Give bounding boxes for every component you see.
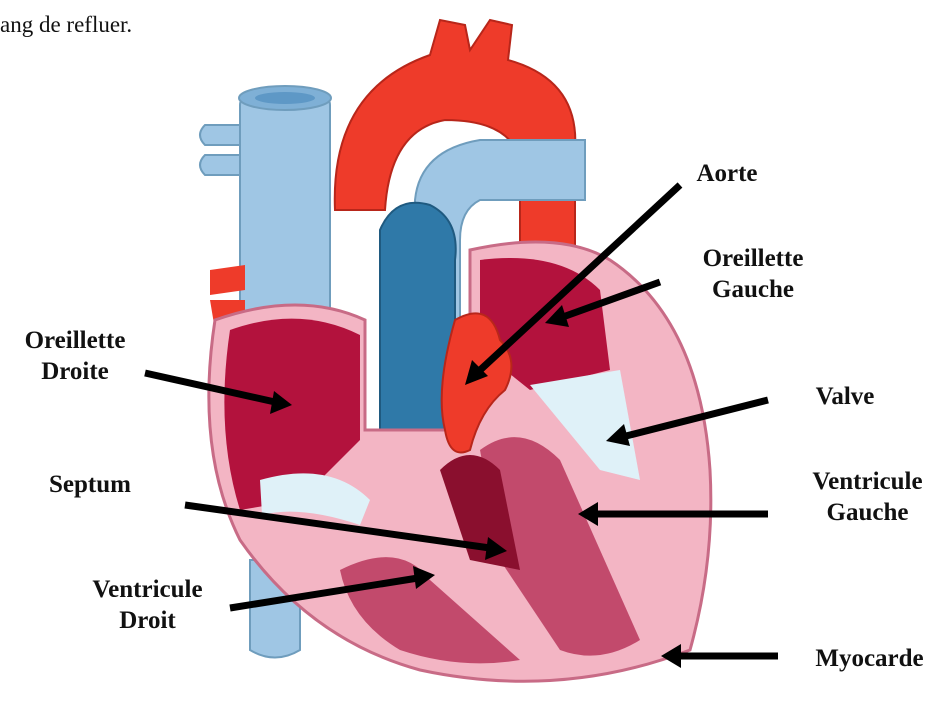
label-septum: Septum [30,469,150,500]
label-ventricule-gauche: Ventricule Gauche [793,466,942,528]
arrow-myocarde [661,644,778,668]
label-valve: Valve [800,381,890,412]
label-aorte: Aorte [692,158,762,189]
label-oreillette-droite: Oreillette Droite [0,325,150,387]
label-ventricule-droit: Ventricule Droit [70,574,225,636]
label-oreillette-gauche: Oreillette Gauche [678,243,828,305]
label-myocarde: Myocarde [797,643,942,674]
